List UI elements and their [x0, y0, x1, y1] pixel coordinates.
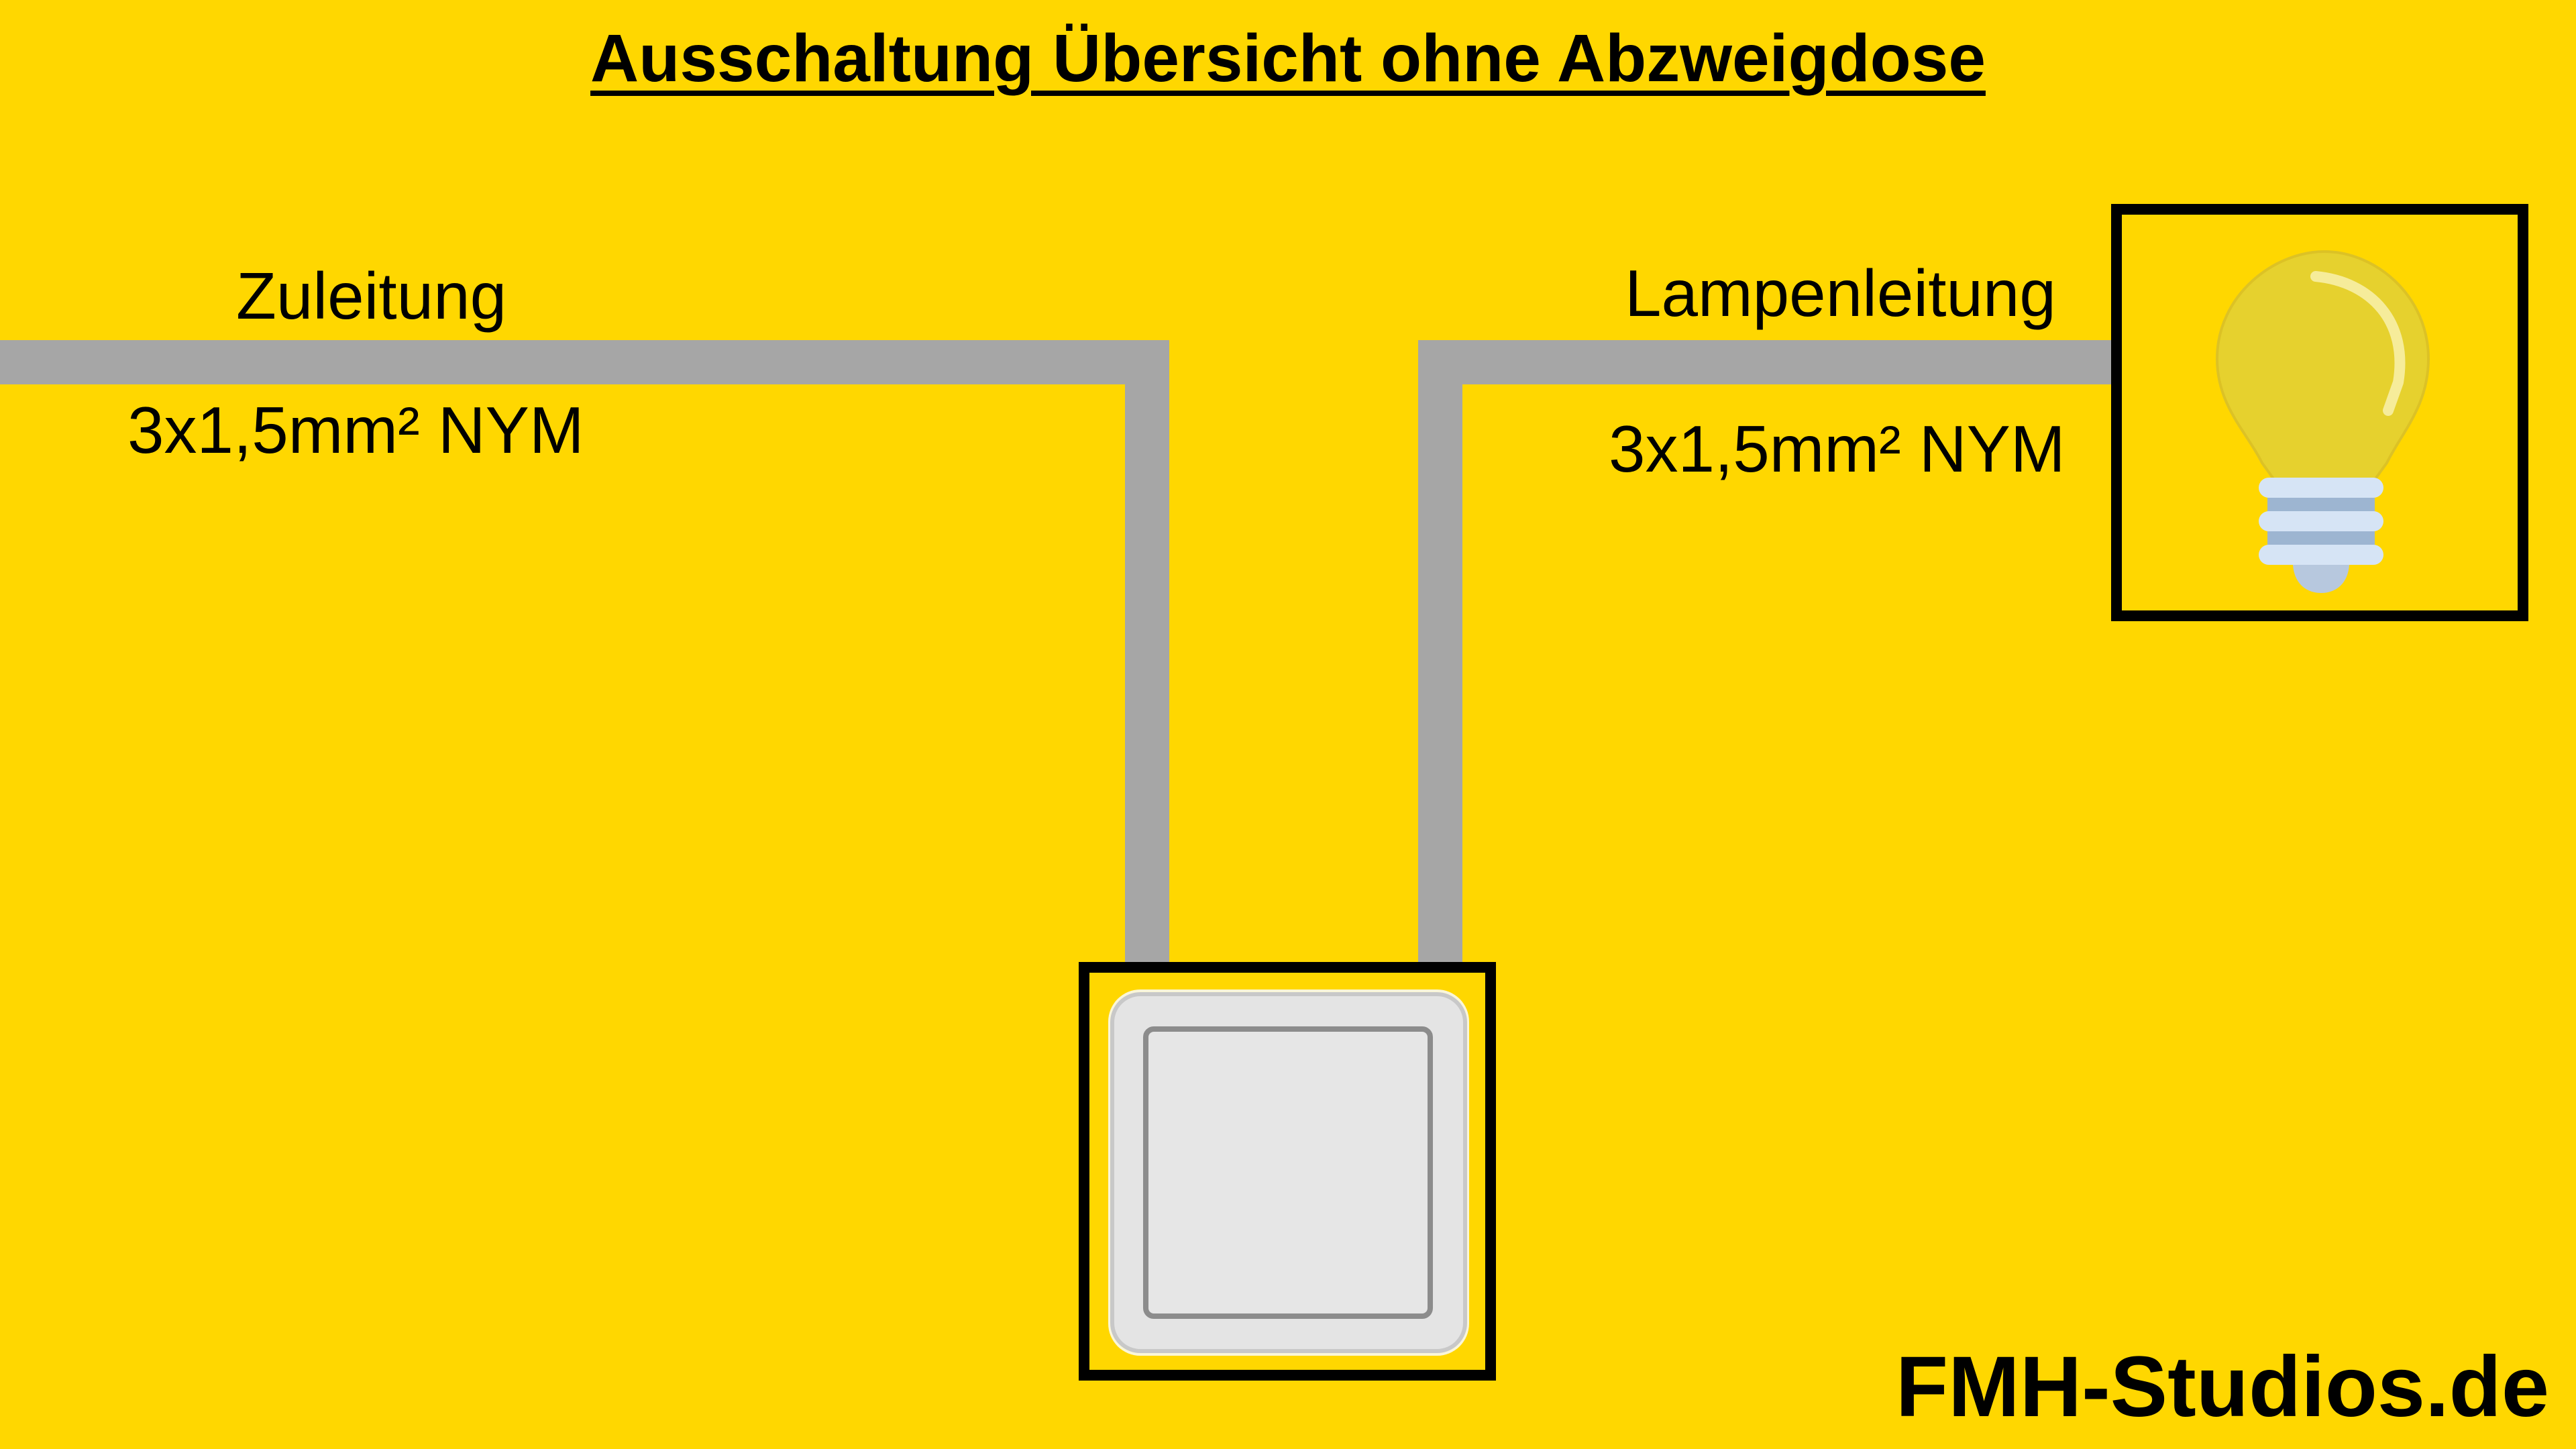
lamp-cable-spec: 3x1,5mm² NYM	[1609, 412, 2065, 486]
light-switch-icon	[1079, 962, 1496, 1381]
lamp-line-label: Lampenleitung	[1625, 256, 2056, 330]
lamp-frame	[2111, 204, 2528, 621]
brand-watermark: FMH-Studios.de	[1895, 1339, 2549, 1435]
supply-cable	[0, 340, 1169, 966]
diagram-title: Ausschaltung Übersicht ohne Abzweigdose	[590, 21, 1986, 96]
supply-line-label: Zuleitung	[236, 259, 507, 333]
lamp-cable	[1418, 340, 2113, 966]
supply-cable-spec: 3x1,5mm² NYM	[127, 393, 584, 467]
light-bulb-icon	[2111, 204, 2528, 621]
switch-frame	[1079, 962, 1496, 1381]
